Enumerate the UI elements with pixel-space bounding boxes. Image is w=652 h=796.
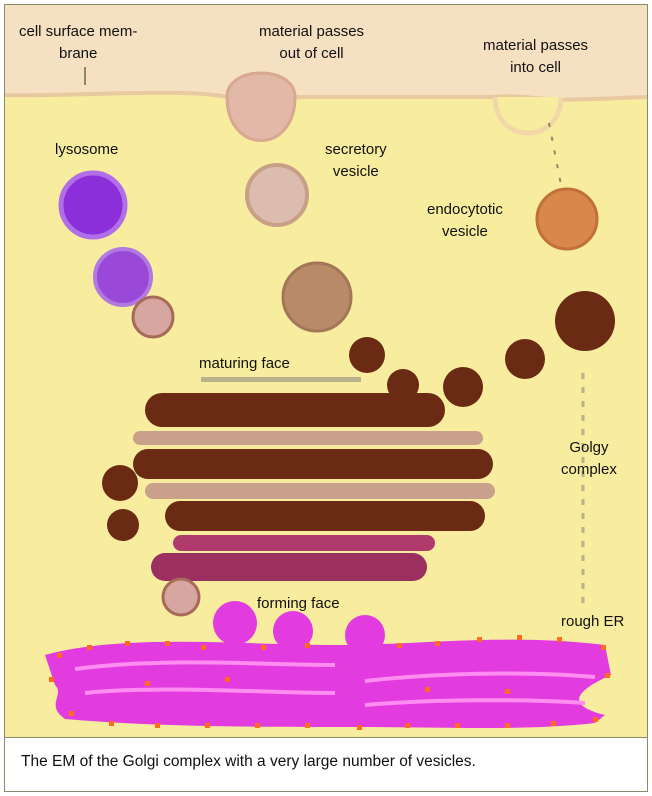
label-endocytotic-vesicle: endocytotic vesicle	[427, 199, 503, 243]
lysosome-vesicle	[133, 297, 173, 337]
dark-vesicle	[555, 291, 615, 351]
label-cell-surface-membrane: cell surface mem- brane	[19, 21, 137, 65]
label-lysosome: lysosome	[55, 139, 118, 161]
rough-er	[45, 640, 611, 728]
label-rough-er: rough ER	[561, 611, 624, 633]
forming-vesicle	[163, 579, 199, 615]
caption-strip: The EM of the Golgi complex with a very …	[5, 737, 647, 792]
golgi-diagram: cell surface mem- brane material passes …	[5, 5, 647, 737]
golgi-cisterna	[151, 553, 427, 581]
secretory-vesicle	[283, 263, 351, 331]
label-secretory-vesicle: secretory vesicle	[325, 139, 387, 183]
dark-vesicle	[443, 367, 483, 407]
golgi-cisterna	[173, 535, 435, 551]
dark-vesicle	[102, 465, 138, 501]
maturing-face-line	[201, 377, 361, 382]
golgi-cisterna	[133, 431, 483, 445]
figure-frame: cell surface mem- brane material passes …	[4, 4, 648, 792]
label-material-out: material passes out of cell	[259, 21, 364, 65]
label-golgi-complex: Golgy complex	[561, 437, 617, 481]
dark-vesicle	[107, 509, 139, 541]
endocytosis-pit	[495, 97, 561, 133]
dark-vesicle	[349, 337, 385, 373]
golgi-cisterna	[145, 483, 495, 499]
endocytotic-vesicle	[537, 189, 597, 249]
golgi-cisterna	[165, 501, 485, 531]
golgi-cisterna	[133, 449, 493, 479]
forming-vesicle	[213, 601, 257, 645]
exocytosis-bud	[227, 73, 295, 141]
leader-endocytosis	[549, 123, 561, 185]
lysosome-vesicle	[61, 173, 125, 237]
label-forming-face: forming face	[257, 593, 340, 615]
label-maturing-face: maturing face	[199, 353, 290, 375]
lysosome-vesicle	[95, 249, 151, 305]
dark-vesicle	[505, 339, 545, 379]
golgi-illustration	[5, 5, 647, 737]
secretory-vesicle	[247, 165, 307, 225]
figure-caption: The EM of the Golgi complex with a very …	[21, 753, 476, 771]
golgi-cisterna	[145, 393, 445, 427]
label-material-in: material passes into cell	[483, 35, 588, 79]
